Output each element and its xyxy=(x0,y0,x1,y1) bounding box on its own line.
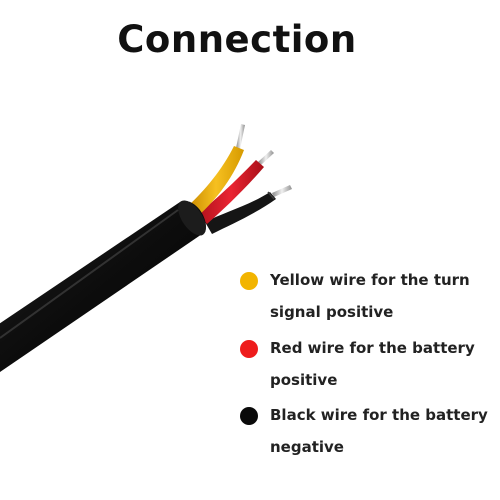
page-title: Connection xyxy=(117,18,357,61)
cable-jacket xyxy=(0,201,206,372)
red-dot-icon xyxy=(240,340,258,358)
black-conductor xyxy=(272,185,292,197)
yellow-conductor xyxy=(236,124,245,149)
red-conductor xyxy=(258,150,274,165)
legend-yellow-line2: signal positive xyxy=(270,303,394,321)
legend-black-line1: Black wire for the battery xyxy=(270,406,488,424)
yellow-wire xyxy=(188,146,244,216)
red-wire xyxy=(198,160,264,224)
legend-yellow-line1: Yellow wire for the turn xyxy=(270,271,470,289)
black-dot-icon xyxy=(240,407,258,425)
yellow-dot-icon xyxy=(240,272,258,290)
legend-red-line2: positive xyxy=(270,371,338,389)
black-wire xyxy=(205,192,276,234)
legend-black-line2: negative xyxy=(270,438,344,456)
legend-red-line1: Red wire for the battery xyxy=(270,339,475,357)
